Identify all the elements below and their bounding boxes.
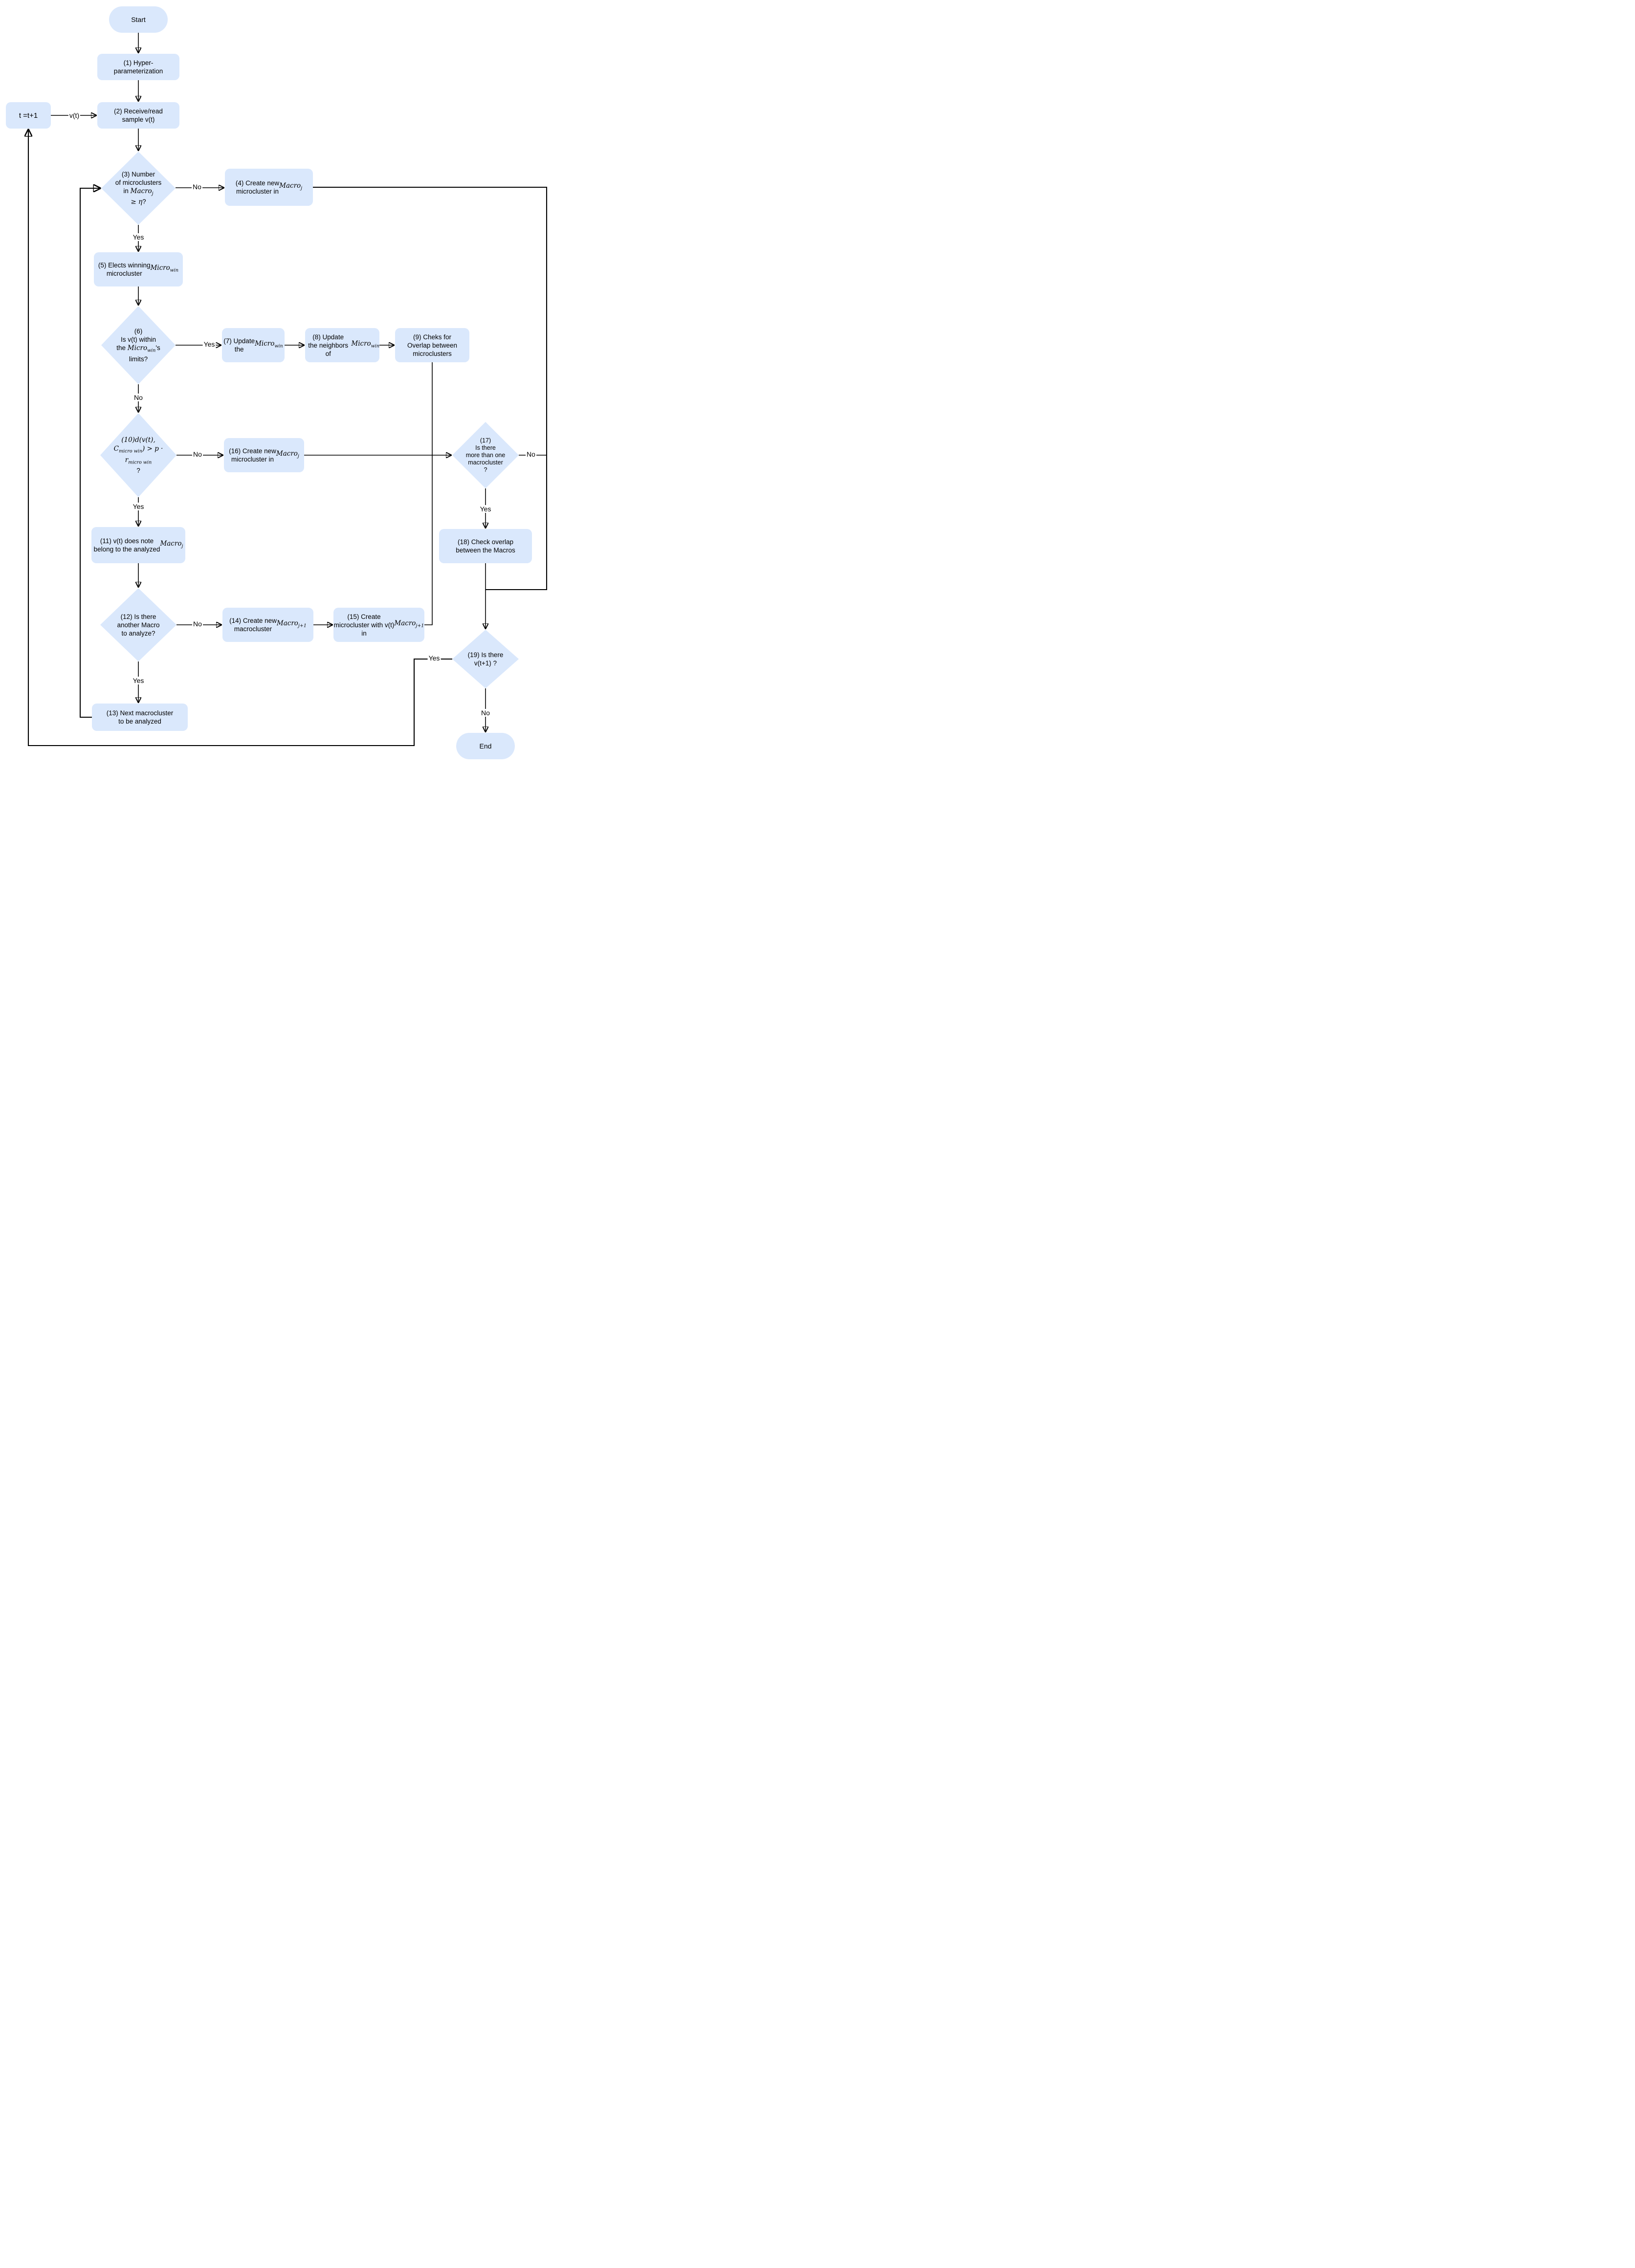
flowchart-canvas: Start End (1) Hyper-parameterization (2)… — [0, 0, 552, 765]
edge-label-vt: v(t) — [68, 111, 81, 119]
edge-label-6-no: No — [133, 394, 144, 401]
t-increment-box: t =t+1 — [6, 102, 51, 129]
edge-label-10-no: No — [192, 450, 203, 458]
edge-label-12-yes: Yes — [132, 677, 145, 684]
edge-label-3-no: No — [192, 183, 202, 191]
edge-label-3-yes: Yes — [132, 233, 145, 241]
edge-13-loop-3 — [79, 188, 100, 718]
edge-19yes-loop-t — [28, 130, 452, 747]
decision-10-distance-check: (10)d(v(t),Cmicro win) > p ·rmicro win? — [100, 413, 177, 497]
edge-label-17-no: No — [526, 450, 536, 458]
edge-15-merge — [424, 455, 433, 625]
edge-label-10-yes: Yes — [132, 503, 145, 510]
edge-label-19-no: No — [480, 709, 491, 717]
edge-4-right-down — [313, 186, 548, 591]
flow-edges — [0, 33, 548, 747]
step-1-hyperparameterization-box: (1) Hyper-parameterization — [97, 54, 179, 80]
edge-label-19-yes: Yes — [427, 654, 441, 662]
edge-label-12-no: No — [192, 620, 203, 628]
edge-label-6-yes: Yes — [202, 340, 216, 348]
start-node: Start — [109, 6, 168, 33]
edge-label-17-yes: Yes — [479, 505, 492, 513]
end-node: End — [456, 733, 515, 759]
